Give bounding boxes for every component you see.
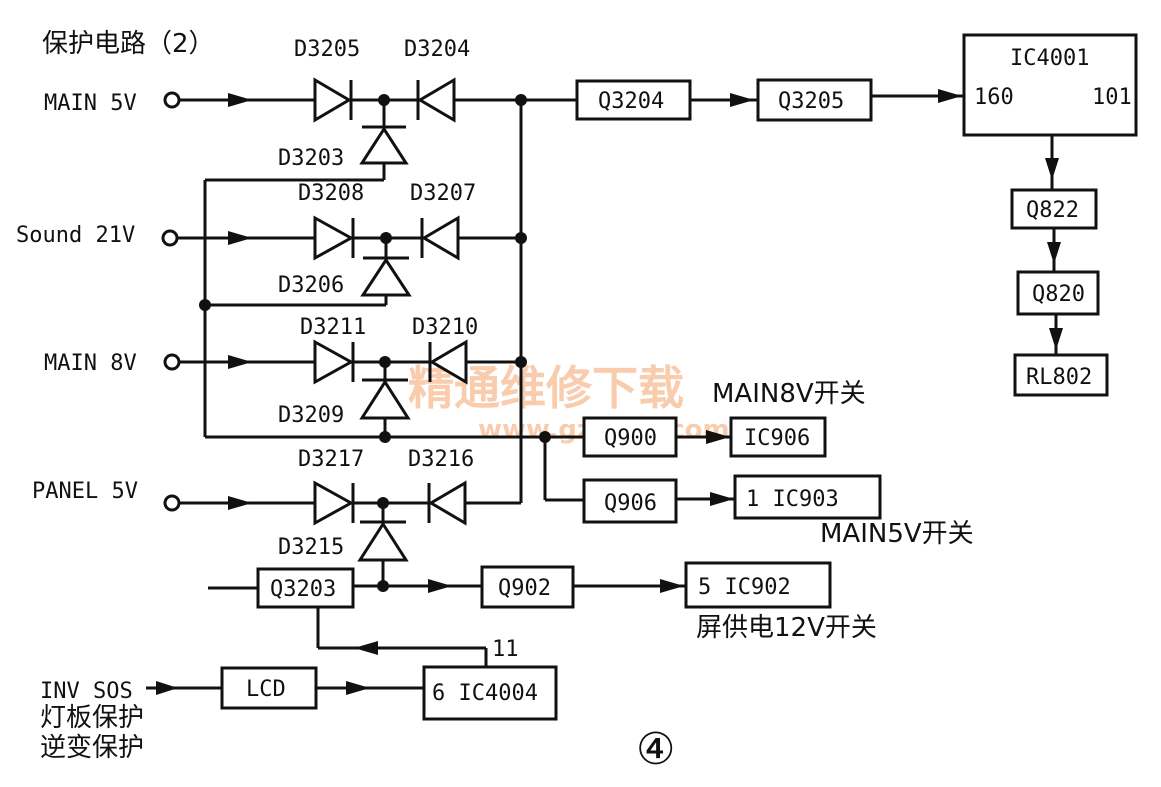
junction-dot	[515, 356, 527, 368]
label-d3217: D3217	[298, 447, 364, 472]
flow-arrow	[1045, 158, 1059, 180]
block-ic4001-label: IC4001	[1010, 46, 1089, 71]
diode-d3204	[417, 77, 456, 123]
terminal-main8v	[163, 353, 181, 371]
flow-arrow	[1047, 242, 1061, 264]
junction-dot	[515, 94, 527, 106]
block-rl802	[1013, 353, 1109, 397]
block-q820	[1016, 270, 1100, 316]
note-screen12v-switch: 屏供电12V开关	[696, 613, 877, 643]
flow-arrow	[428, 579, 452, 593]
terminal-panel5v	[163, 494, 181, 512]
flow-arrow	[228, 231, 252, 245]
terminal-sound21v	[161, 229, 179, 247]
label-d3209: D3209	[278, 403, 344, 428]
diode-d3205	[313, 77, 352, 123]
note-main8v-switch: MAIN8V开关	[712, 379, 866, 409]
junction-dot	[377, 580, 389, 592]
junction-dot	[515, 232, 527, 244]
block-q822	[1010, 188, 1098, 230]
diode-d3211	[313, 339, 355, 385]
flow-arrow	[346, 681, 370, 695]
block-q906	[582, 478, 678, 524]
label-d3216: D3216	[408, 447, 474, 472]
input-label-lamp-protect: 灯板保护	[40, 703, 144, 733]
block-ic903-label: 1 IC903	[746, 487, 839, 512]
block-q906-label: Q906	[604, 491, 657, 516]
flow-arrow	[660, 579, 684, 593]
block-ic906-label: IC906	[744, 426, 810, 451]
flow-arrow	[354, 641, 378, 655]
ic4001-pin-101: 101	[1092, 85, 1132, 110]
block-lcd-label: LCD	[246, 677, 286, 702]
terminal-main5v	[163, 91, 181, 109]
figure-number: ④	[636, 724, 675, 775]
diode-d3217	[313, 480, 355, 526]
diode-d3209	[359, 379, 411, 420]
diode-d3207	[421, 215, 460, 261]
block-q3204	[575, 79, 692, 121]
block-q3204-label: Q3204	[598, 89, 664, 114]
junction-dot	[379, 431, 391, 443]
label-d3204: D3204	[404, 37, 470, 62]
input-label-main5v: MAIN 5V	[44, 91, 137, 116]
flow-arrow	[228, 355, 252, 369]
block-q3205-label: Q3205	[778, 89, 844, 114]
flow-arrow	[730, 93, 754, 107]
flow-arrow	[156, 681, 178, 695]
label-d3203: D3203	[278, 146, 344, 171]
flow-arrow	[1049, 328, 1063, 350]
label-d3205: D3205	[294, 37, 360, 62]
ic4004-pin-11: 11	[492, 637, 519, 662]
ic4001-pin-160: 160	[974, 85, 1014, 110]
input-label-main8v: MAIN 8V	[44, 351, 137, 376]
block-ic4004-label: 6 IC4004	[432, 681, 538, 706]
flow-arrow	[706, 430, 730, 444]
page-title: 保护电路（2）	[42, 29, 215, 59]
block-rl802-label: RL802	[1026, 365, 1092, 390]
block-ic903	[733, 474, 882, 520]
note-main5v-switch: MAIN5V开关	[820, 519, 974, 549]
block-ic902	[684, 561, 832, 609]
block-q820-label: Q820	[1032, 282, 1085, 307]
diode-d3215	[357, 521, 409, 562]
block-q822-label: Q822	[1026, 198, 1079, 223]
diode-d3203	[359, 126, 409, 165]
label-d3207: D3207	[410, 181, 476, 206]
input-label-inverter-protect: 逆变保护	[40, 733, 144, 763]
block-ic906	[729, 416, 827, 458]
block-ic4004	[422, 665, 558, 721]
block-q3205	[756, 78, 873, 122]
block-q902-label: Q902	[498, 576, 551, 601]
diode-d3216	[428, 480, 467, 526]
input-label-sound21v: Sound 21V	[16, 223, 135, 248]
block-q3203-label: Q3203	[270, 577, 336, 602]
flow-arrow	[228, 93, 252, 107]
block-ic4001	[962, 33, 1138, 137]
label-d3208: D3208	[298, 181, 364, 206]
input-label-inv-sos: INV SOS	[40, 679, 133, 704]
flow-arrow	[228, 496, 252, 510]
flow-arrow	[710, 492, 734, 506]
label-d3206: D3206	[278, 273, 344, 298]
input-label-panel5v: PANEL 5V	[32, 479, 138, 504]
diode-d3208	[313, 215, 355, 261]
label-d3215: D3215	[278, 535, 344, 560]
label-d3211: D3211	[300, 315, 366, 340]
block-q3203	[256, 567, 355, 609]
block-q900-label: Q900	[604, 426, 657, 451]
diode-d3206	[360, 257, 412, 297]
label-d3210: D3210	[412, 315, 478, 340]
block-ic902-label: 5 IC902	[698, 575, 791, 600]
flow-arrow	[938, 89, 962, 103]
